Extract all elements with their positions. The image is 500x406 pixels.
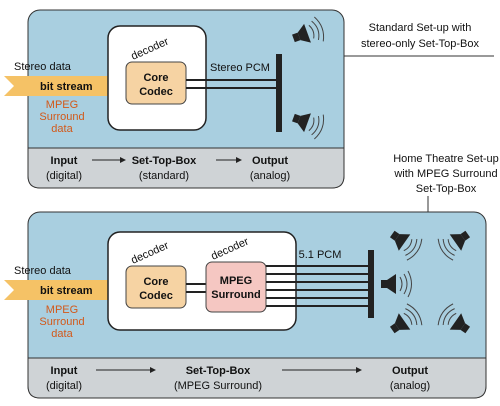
home-caption-line3: Set-Top-Box (416, 183, 477, 195)
home-caption-line2: with MPEG Surround (393, 168, 497, 180)
home-core-label-1: Core (143, 276, 168, 288)
standard-input-label: Input (51, 155, 78, 167)
home-flow-arrowhead-2 (356, 367, 362, 373)
home-ms-label-2: Surround (211, 289, 261, 301)
home-output-sub: (analog) (390, 380, 430, 392)
home-mpeg-label-1: MPEG (46, 304, 78, 316)
home-label-strip (27, 357, 487, 399)
home-bitstream-label: bit stream (40, 285, 93, 297)
standard-output-bar (276, 54, 282, 132)
standard-stereo-data-label: Stereo data (14, 61, 72, 73)
home-output-label: Output (392, 365, 428, 377)
standard-stb-label: Set-Top-Box (132, 155, 197, 167)
standard-output-label: Output (252, 155, 288, 167)
standard-stb-sub: (standard) (139, 170, 189, 182)
home-core-codec-box (125, 265, 187, 309)
standard-output-sub: (analog) (250, 170, 290, 182)
home-caption-line1: Home Theatre Set-up (393, 153, 499, 165)
standard-bitstream-arrow (4, 76, 124, 96)
home-pcm-label: 5.1 PCM (299, 249, 342, 261)
standard-caption-line1: Standard Set-up with (369, 22, 472, 34)
home-input-label: Input (51, 365, 78, 377)
home-stereo-data-label: Stereo data (14, 265, 72, 277)
home-stb-sub: (MPEG Surround) (174, 380, 262, 392)
home-mpeg-label-3: data (51, 328, 73, 340)
home-bitstream-arrow (4, 280, 124, 300)
home-core-label-2: Codec (139, 290, 173, 302)
home-mpeg-label-2: Surround (39, 316, 84, 328)
standard-mpeg-label-3: data (51, 123, 73, 135)
home-stb-label: Set-Top-Box (186, 365, 251, 377)
standard-label-strip (27, 147, 345, 189)
home-input-sub: (digital) (46, 380, 82, 392)
standard-pcm-label: Stereo PCM (210, 62, 270, 74)
standard-core-label-2: Codec (139, 86, 173, 98)
home-flow-arrowhead-1 (150, 367, 156, 373)
home-pcm-lines (266, 265, 368, 307)
standard-caption-line2: stereo-only Set-Top-Box (361, 38, 479, 50)
home-mpeg-surround-box (205, 261, 267, 313)
standard-bitstream-label: bit stream (40, 81, 93, 93)
home-ms-label-1: MPEG (220, 275, 252, 287)
standard-flow-arrowhead-2 (236, 157, 242, 163)
standard-mpeg-label-1: MPEG (46, 99, 78, 111)
standard-core-label-1: Core (143, 72, 168, 84)
standard-core-codec-box (125, 61, 187, 105)
home-output-bar (368, 250, 374, 318)
standard-mpeg-label-2: Surround (39, 111, 84, 123)
standard-input-sub: (digital) (46, 170, 82, 182)
standard-flow-arrowhead-1 (120, 157, 126, 163)
